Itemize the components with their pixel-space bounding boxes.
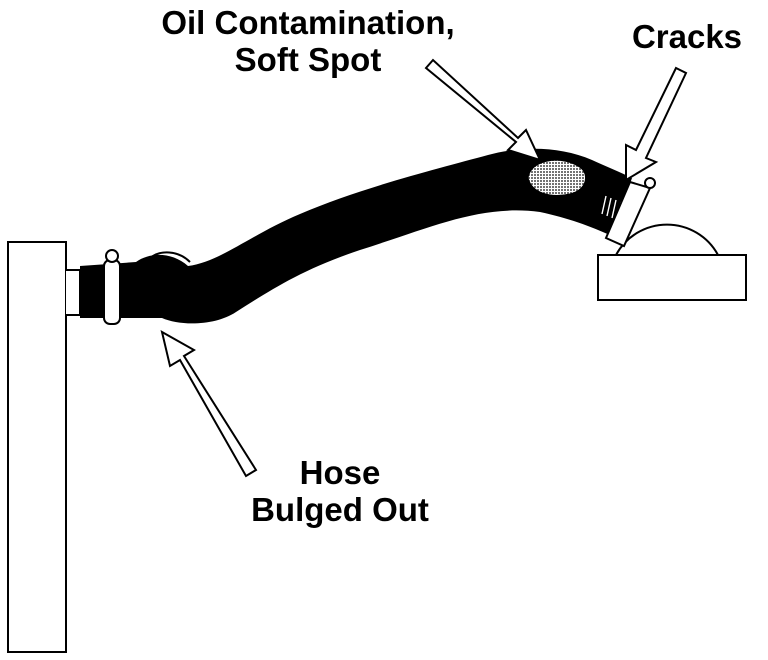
hose-body xyxy=(80,148,632,324)
label-hose-bulged: Hose Bulged Out xyxy=(220,454,460,529)
label-oil-contamination: Oil Contamination, Soft Spot xyxy=(118,4,498,79)
label-oil-contamination-line2: Soft Spot xyxy=(234,41,382,79)
label-hose-line1: Hose xyxy=(299,454,381,491)
left-block xyxy=(7,241,81,653)
base-plate xyxy=(597,254,747,301)
label-oil-contamination-line1: Oil Contamination, xyxy=(161,4,455,41)
arrow-oil-contamination xyxy=(424,58,542,162)
oil-contamination-spot xyxy=(527,159,586,196)
right-clamp xyxy=(604,177,656,248)
label-cracks: Cracks xyxy=(612,18,762,55)
label-cracks-text: Cracks xyxy=(631,18,743,55)
bulge-edge xyxy=(149,251,191,263)
arrow-hose-bulge xyxy=(160,330,258,478)
arrow-cracks xyxy=(625,66,688,182)
left-clamp xyxy=(103,249,121,325)
right-base-block xyxy=(597,223,747,301)
label-hose-line2: Bulged Out xyxy=(251,491,429,529)
